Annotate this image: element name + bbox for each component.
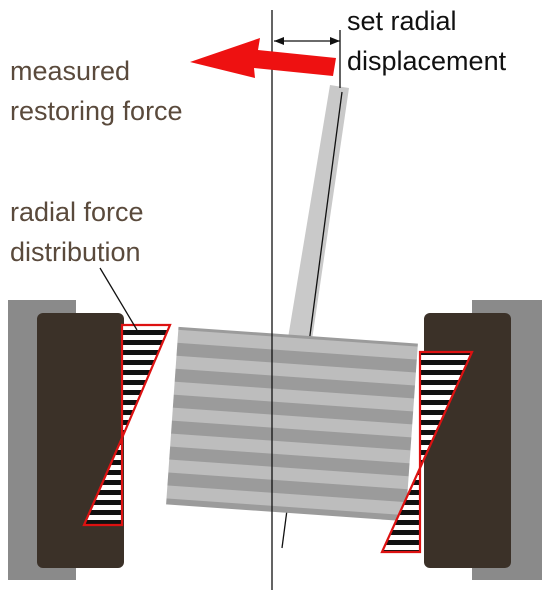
left-force-upper — [120, 323, 172, 439]
restoring-force-label-line1: measured — [10, 56, 131, 86]
rotor-body — [166, 326, 418, 522]
right-force-lower — [380, 467, 422, 554]
rotor — [166, 326, 418, 522]
distribution-leader-line — [99, 267, 138, 331]
restoring-force-label-line2: restoring force — [10, 96, 183, 126]
displacement-label-line2: displacement — [347, 46, 507, 76]
right-force-upper — [418, 350, 474, 469]
displacement-label-line1: set radial — [347, 6, 457, 36]
restoring-force-arrow — [190, 38, 336, 78]
distribution-label-line2: distribution — [10, 237, 141, 267]
shaft — [288, 85, 349, 340]
dimension-arrowhead-right — [330, 37, 340, 45]
left-magnet — [37, 313, 124, 568]
left-force-lower — [82, 437, 124, 527]
dimension-arrowhead-left — [274, 37, 284, 45]
distribution-label-line1: radial force — [10, 197, 144, 227]
